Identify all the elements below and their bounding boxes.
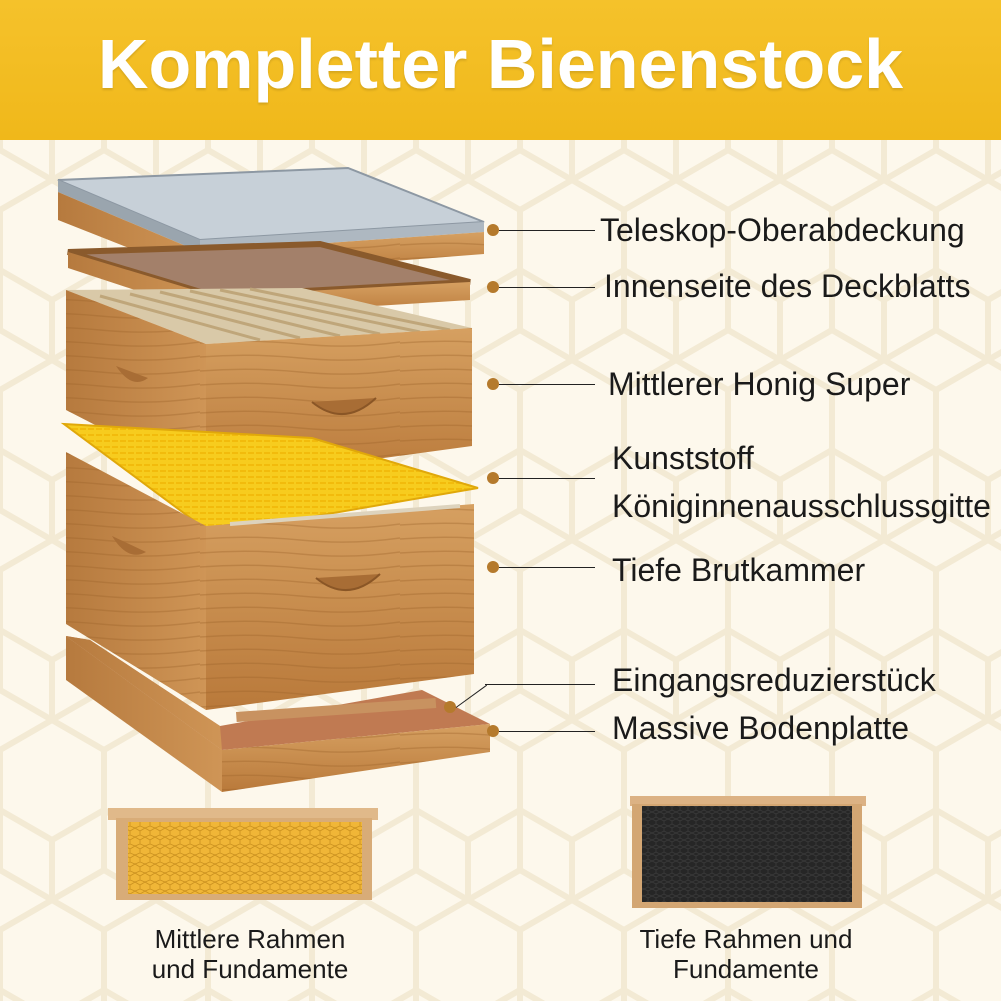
caption-deep-frames: Tiefe Rahmen und Fundamente: [604, 924, 888, 984]
marker-dot: [487, 472, 499, 484]
marker-dot: [487, 561, 499, 573]
label-medium-honey-super: Mittlerer Honig Super: [608, 366, 911, 402]
solid-bottom-board: [66, 636, 490, 792]
label-queen-excluder-line1: Kunststoff: [612, 440, 754, 476]
leader-line: [499, 384, 595, 385]
deep-brood-box: [66, 452, 474, 710]
deep-frame-image: [630, 796, 866, 908]
marker-dot: [487, 725, 499, 737]
entrance-reducer: [236, 698, 437, 722]
marker-dot: [487, 224, 499, 236]
page-title: Kompletter Bienenstock: [97, 25, 904, 103]
leader-line: [485, 684, 595, 685]
label-bottom-board: Massive Bodenplatte: [612, 710, 910, 746]
caption-medium-frames-line2: und Fundamente: [151, 954, 349, 984]
caption-medium-frames: Mittlere Rahmen und Fundamente: [110, 924, 390, 984]
caption-deep-frames-line2: Fundamente: [673, 954, 819, 984]
caption-medium-frames-line1: Mittlere Rahmen: [154, 924, 346, 954]
leader-line: [499, 230, 595, 231]
label-queen-excluder-line2: Königinnenausschlussgitte: [612, 488, 991, 524]
leader-line: [499, 731, 595, 732]
medium-frame-image: [108, 808, 378, 900]
queen-excluder: [60, 422, 479, 536]
marker-dot: [487, 281, 499, 293]
label-telescoping-top-cover: Teleskop-Oberabdeckung: [600, 212, 965, 248]
title-banner: [0, 0, 1001, 140]
marker-dot: [487, 378, 499, 390]
leader-line: [499, 567, 595, 568]
leader-line: [499, 478, 595, 479]
label-entrance-reducer: Eingangsreduzierstück: [612, 662, 936, 698]
leader-line: [499, 287, 595, 288]
label-deep-brood-box: Tiefe Brutkammer: [612, 552, 866, 588]
label-inner-cover: Innenseite des Deckblatts: [604, 268, 971, 304]
marker-dot: [444, 701, 456, 713]
caption-deep-frames-line1: Tiefe Rahmen und: [639, 924, 853, 954]
